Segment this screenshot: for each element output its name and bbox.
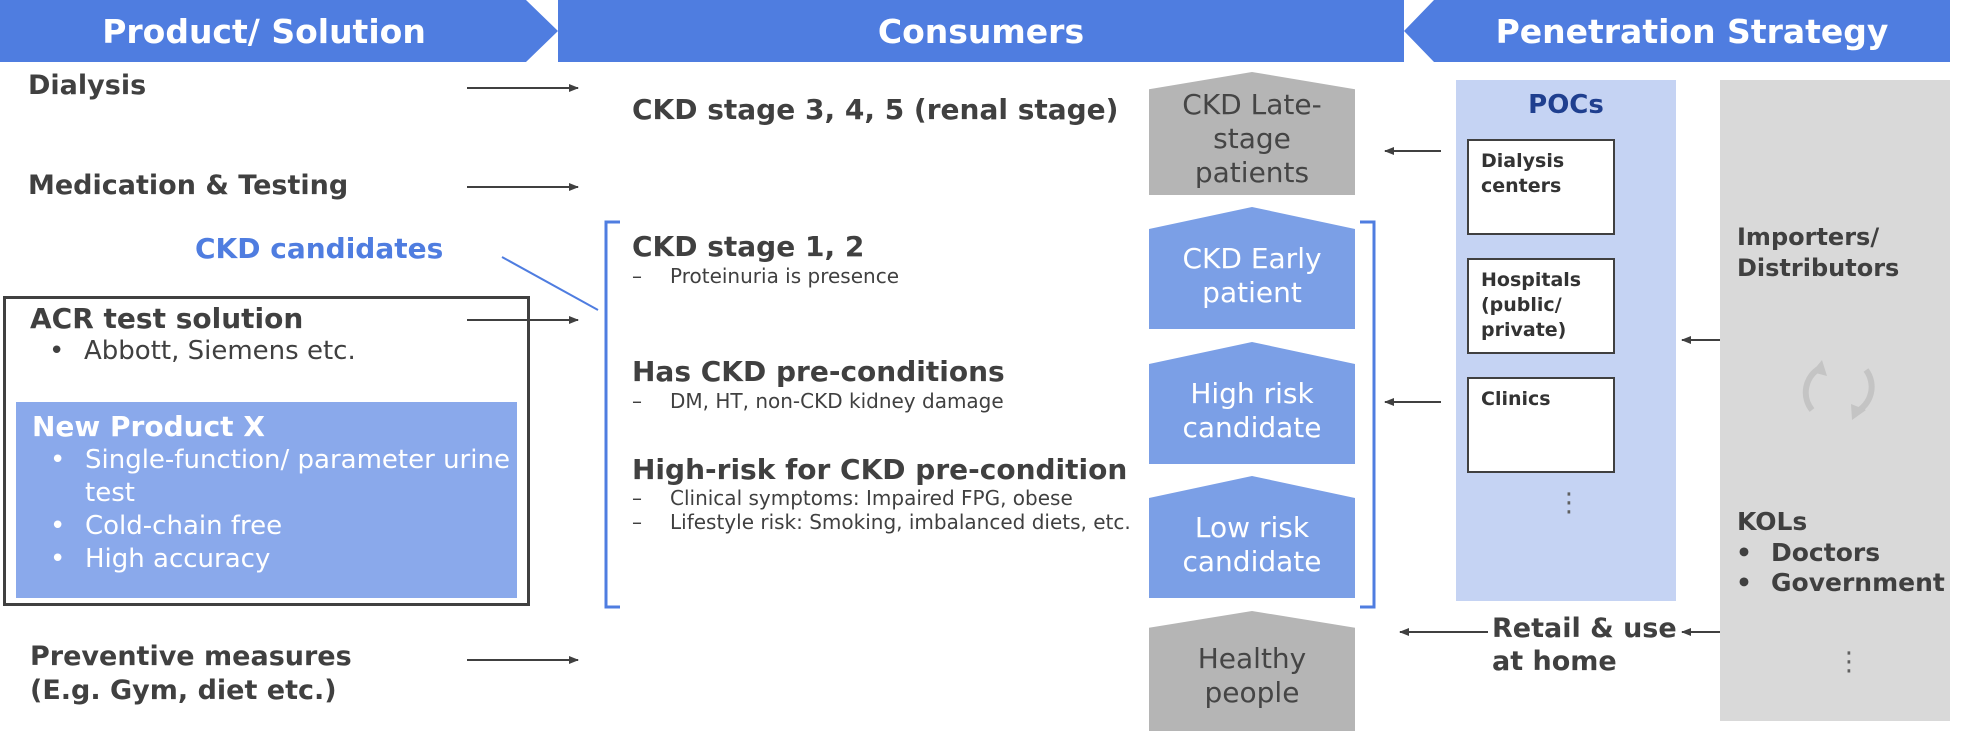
pyramid-early-label: CKD Early patient bbox=[1182, 242, 1322, 309]
pyramid-bracket bbox=[1360, 220, 1376, 609]
header-product-label: Product/ Solution bbox=[102, 11, 426, 51]
precond-sub: DM, HT, non-CKD kidney damage bbox=[632, 389, 1004, 413]
list-item: Single-function/ parameter urine test bbox=[50, 444, 525, 510]
header-strategy-label: Penetration Strategy bbox=[1495, 11, 1889, 51]
poc-dialysis-centers: Dialysis centers bbox=[1467, 139, 1615, 235]
importers-label: Importers/ Distributors bbox=[1737, 223, 1900, 282]
list-item: Proteinuria is presence bbox=[632, 264, 899, 288]
preventive-label-2: (E.g. Gym, diet etc.) bbox=[30, 675, 337, 706]
highrisk-label: High-risk for CKD pre-condition bbox=[632, 453, 1128, 486]
pyramid-early: CKD Early patient bbox=[1149, 207, 1355, 329]
solution-frame bbox=[3, 296, 530, 606]
acr-list: Abbott, Siemens etc. bbox=[30, 336, 356, 366]
retail-label: Retail & use at home bbox=[1492, 613, 1677, 677]
list-item: High accuracy bbox=[50, 543, 525, 576]
list-item: Lifestyle risk: Smoking, imbalanced diet… bbox=[632, 510, 1131, 534]
pyramid-low: Low risk candidate bbox=[1149, 476, 1355, 598]
partners-panel bbox=[1720, 80, 1950, 721]
header-product: Product/ Solution bbox=[0, 0, 558, 62]
header-strategy: Penetration Strategy bbox=[1404, 0, 1950, 62]
pyramid-healthy: Healthy people bbox=[1149, 611, 1355, 731]
list-item: Cold-chain free bbox=[50, 510, 525, 543]
consumer-bracket bbox=[604, 220, 620, 609]
list-item: DM, HT, non-CKD kidney damage bbox=[632, 389, 1004, 413]
acr-title: ACR test solution bbox=[30, 302, 304, 335]
candidates-connector bbox=[501, 256, 599, 311]
pocs-more-icon: ⋮ bbox=[1556, 488, 1582, 518]
poc-clinics: Clinics bbox=[1467, 377, 1615, 473]
highrisk-sub: Clinical symptoms: Impaired FPG, obese L… bbox=[632, 486, 1131, 534]
stage12-label: CKD stage 1, 2 bbox=[632, 230, 865, 263]
pyramid-high: High risk candidate bbox=[1149, 342, 1355, 464]
pyramid-healthy-label: Healthy people bbox=[1197, 642, 1307, 709]
header-consumers: Consumers bbox=[558, 0, 1404, 62]
stage12-sub: Proteinuria is presence bbox=[632, 264, 899, 288]
list-item: Abbott, Siemens etc. bbox=[49, 336, 356, 366]
pyramid-high-label: High risk candidate bbox=[1182, 377, 1322, 444]
kols-more-icon: ⋮ bbox=[1836, 647, 1862, 677]
stage345-label: CKD stage 3, 4, 5 (renal stage) bbox=[632, 93, 1119, 126]
pyramid-late: CKD Late-stage patients bbox=[1149, 72, 1355, 195]
header-consumers-label: Consumers bbox=[877, 11, 1085, 51]
cycle-icon bbox=[1802, 365, 1875, 415]
list-item: Clinical symptoms: Impaired FPG, obese bbox=[632, 486, 1131, 510]
list-item: Doctors bbox=[1736, 538, 1945, 568]
new-product-title: New Product X bbox=[32, 410, 265, 443]
medication-label: Medication & Testing bbox=[28, 170, 349, 201]
new-product-box: New Product X Single-function/ parameter… bbox=[16, 402, 517, 598]
ckd-candidates-label: CKD candidates bbox=[195, 232, 444, 265]
dialysis-label: Dialysis bbox=[28, 70, 147, 101]
preventive-label-1: Preventive measures bbox=[30, 641, 352, 672]
pyramid-low-label: Low risk candidate bbox=[1182, 511, 1322, 578]
list-item: Government bbox=[1736, 568, 1945, 598]
pyramid-late-label: CKD Late-stage patients bbox=[1182, 87, 1322, 189]
kols-list: Doctors Government bbox=[1736, 538, 1945, 598]
pocs-title: POCs bbox=[1528, 90, 1604, 120]
new-product-list: Single-function/ parameter urine test Co… bbox=[32, 444, 525, 576]
poc-hospitals: Hospitals (public/ private) bbox=[1467, 258, 1615, 354]
kols-title: KOLs bbox=[1737, 507, 1808, 536]
precond-label: Has CKD pre-conditions bbox=[632, 355, 1005, 388]
